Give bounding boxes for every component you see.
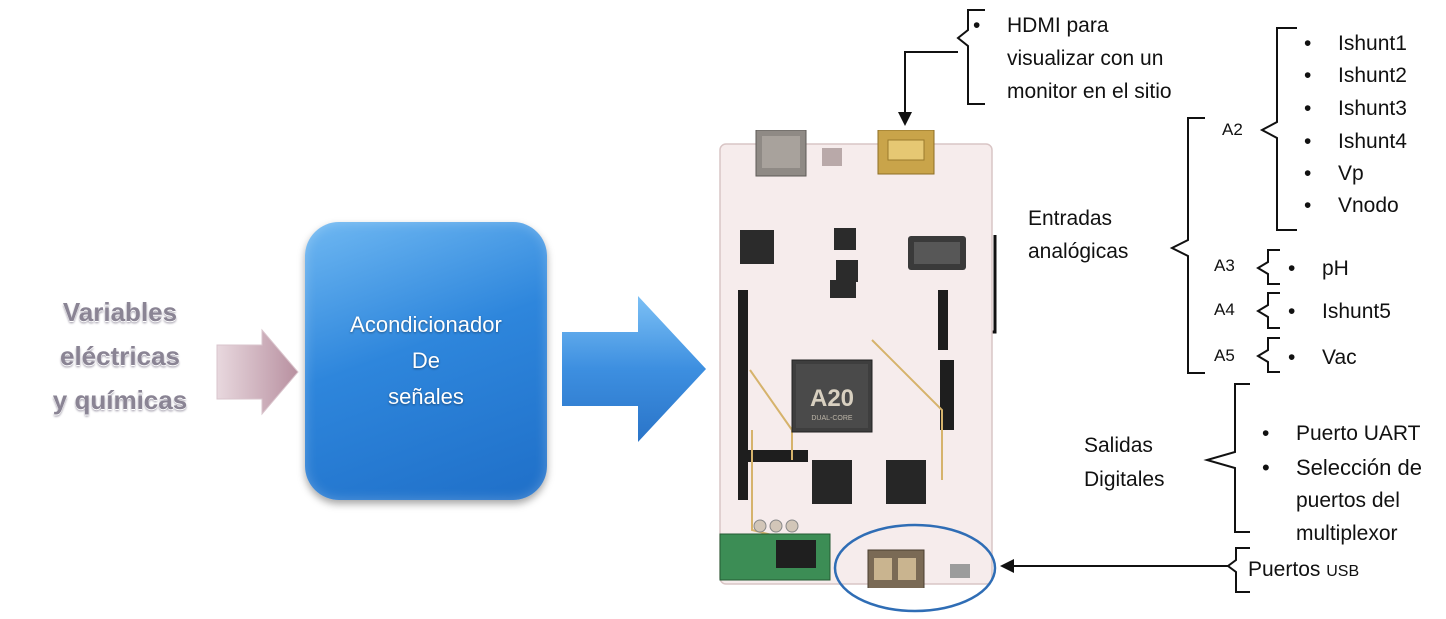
input-arrow: [216, 328, 299, 416]
a2-item: Ishunt4: [1304, 128, 1407, 155]
chip-label: A20: [810, 385, 854, 412]
usb-bracket: [1226, 547, 1250, 593]
analog-label-line-1: Entradas: [1028, 207, 1113, 230]
analog-label-line-2: analógicas: [1028, 240, 1129, 263]
chip-sublabel: DUAL-CORE: [811, 415, 853, 422]
hdmi-line-3: monitor en el sitio: [1007, 80, 1172, 103]
a4-item: Ishunt5: [1288, 298, 1391, 325]
a2-label: A2: [1222, 120, 1243, 139]
variables-label: Variables eléctricas y químicas: [52, 297, 188, 415]
digital-item-uart: Puerto UART: [1262, 420, 1420, 447]
a2-item: Vp: [1304, 160, 1363, 187]
a2-bracket: [1259, 27, 1297, 231]
analog-big-bracket: [1169, 117, 1205, 374]
hdmi-arrowhead: [898, 112, 912, 126]
a3-item: pH: [1288, 255, 1349, 282]
digital-bracket: [1203, 383, 1250, 533]
a4-label: A4: [1214, 300, 1235, 319]
usb-highlight-ellipse: [833, 523, 997, 613]
a2-item: Ishunt3: [1304, 95, 1407, 122]
a3-bracket: [1256, 249, 1280, 285]
digital-label-line-1: Salidas: [1084, 434, 1153, 457]
a5-bracket: [1256, 337, 1280, 373]
a2-item: Ishunt2: [1304, 62, 1407, 89]
board-image: A20 DUAL-CORE: [719, 130, 993, 588]
signal-conditioner-label: Acondicionador De señales: [350, 312, 502, 409]
a5-label: A5: [1214, 346, 1235, 365]
hdmi-bracket: [956, 9, 985, 105]
digital-item-mux-line-1: Selección de: [1262, 454, 1422, 481]
usb-label-small: USB: [1326, 563, 1360, 580]
usb-label-main: Puertos: [1248, 558, 1321, 581]
hdmi-line-1: HDMI para: [973, 12, 1108, 39]
a5-item: Vac: [1288, 344, 1356, 371]
digital-label-line-2: Digitales: [1084, 468, 1165, 491]
a2-item: Vnodo: [1304, 192, 1399, 219]
usb-label: Puertos USB: [1248, 556, 1359, 585]
a4-bracket: [1256, 292, 1280, 329]
a3-label: A3: [1214, 256, 1235, 275]
output-arrow: [562, 296, 706, 442]
hdmi-line-2: visualizar con un: [1007, 47, 1164, 70]
digital-item-mux-line-2: puertos del: [1296, 489, 1400, 512]
usb-arrowhead: [1000, 559, 1014, 573]
hdmi-connector-line: [904, 51, 958, 118]
signal-conditioner-box: Acondicionador De señales: [305, 222, 547, 500]
a2-item: Ishunt1: [1304, 30, 1407, 57]
digital-item-mux-line-3: multiplexor: [1296, 522, 1398, 545]
